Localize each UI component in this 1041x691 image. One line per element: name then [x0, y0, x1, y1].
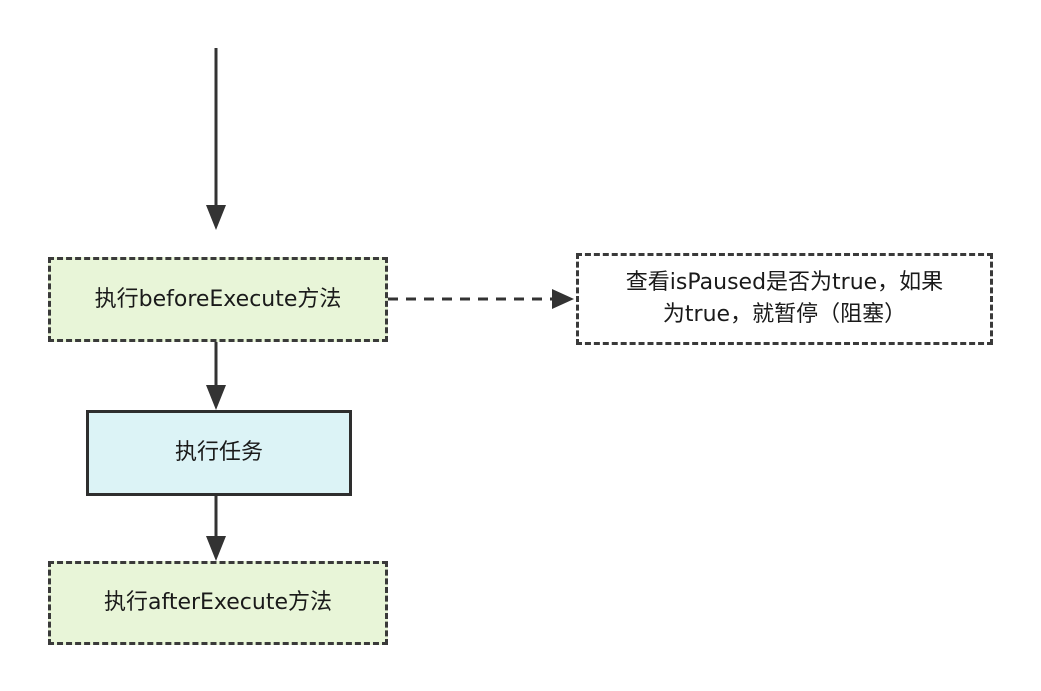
- check-paused-line-1: 查看isPaused是否为true，如果: [625, 270, 944, 295]
- arrow-before-to-task-head: [206, 385, 226, 410]
- entry-arrowhead: [206, 205, 226, 230]
- before-execute-node: 执行beforeExecute方法: [48, 257, 388, 342]
- before-execute-label: 执行beforeExecute方法: [94, 286, 342, 312]
- execute-task-label: 执行任务: [174, 440, 263, 465]
- check-paused-note: 查看isPaused是否为true，如果 为true，就暂停（阻塞）: [576, 253, 993, 345]
- arrow-task-to-after-head: [206, 536, 226, 561]
- execute-task-node: 执行任务: [86, 410, 352, 496]
- after-execute-node: 执行afterExecute方法: [48, 561, 388, 645]
- check-paused-line-2: 为true，就暂停（阻塞）: [662, 302, 907, 327]
- dashed-arrow-head: [552, 289, 574, 309]
- after-execute-label: 执行afterExecute方法: [103, 590, 333, 615]
